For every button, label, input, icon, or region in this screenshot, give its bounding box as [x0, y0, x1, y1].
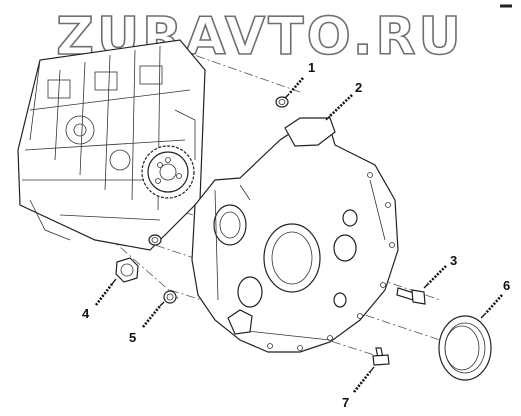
- callout-1: 1: [284, 60, 315, 99]
- callout-label-5: 5: [129, 330, 136, 345]
- callout-3: 3: [423, 253, 457, 289]
- callout-label-1: 1: [308, 60, 315, 75]
- plug-4: [115, 257, 139, 283]
- callout-2: 2: [325, 80, 362, 121]
- callout-7: 7: [342, 366, 375, 410]
- o-ring-5: [163, 290, 177, 304]
- bolt-3: [396, 287, 426, 305]
- engine-block: [17, 39, 206, 251]
- dowel-sleeve-1: [275, 96, 289, 108]
- callout-label-4: 4: [82, 306, 90, 321]
- callout-6: 6: [480, 278, 510, 319]
- callout-5: 5: [129, 301, 165, 345]
- flywheel-housing: [191, 117, 399, 353]
- callout-label-2: 2: [355, 80, 362, 95]
- bolt-7: [372, 347, 390, 366]
- dowel-sleeve-lower: [148, 234, 162, 246]
- rear-crankshaft-seal: [438, 315, 492, 381]
- timing-gear: [141, 145, 195, 199]
- callout-label-3: 3: [450, 253, 457, 268]
- callout-label-7: 7: [342, 395, 349, 410]
- callout-label-6: 6: [503, 278, 510, 293]
- callout-4: 4: [82, 278, 117, 321]
